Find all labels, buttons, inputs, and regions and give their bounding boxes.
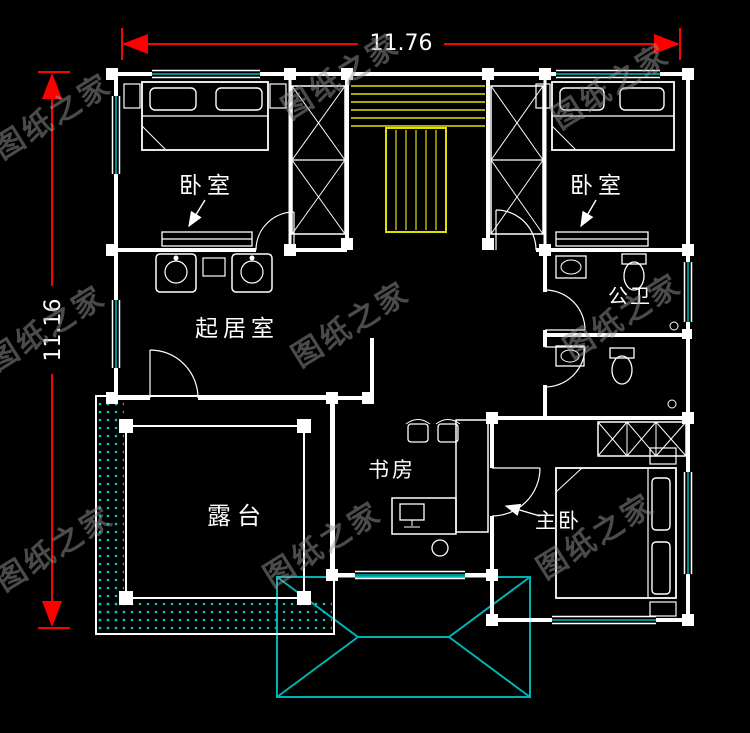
room-label-bath-public: 公卫 [608,284,652,308]
bed-left [123,81,287,151]
room-label-master: 主卧 [535,509,581,533]
master-closet [597,421,687,457]
master-bed [555,447,677,617]
bathroom-upper-fixtures [555,253,679,331]
watermark-text: 图纸之家 [546,37,676,137]
roof-outline [276,576,531,698]
study-furniture [391,419,489,557]
dimension-width-label: 11.76 [370,31,433,56]
watermark-text: 图纸之家 [0,67,118,167]
room-label-bedroom-left: 卧室 [179,173,235,199]
terrace-hatch-bottom [98,600,332,632]
watermark-text: 图纸之家 [558,267,688,367]
wardrobe-right [490,85,544,235]
wardrobe-left [291,85,346,235]
walls [110,72,690,622]
windows [111,69,693,625]
bed-right [535,81,675,151]
dimension-height-label: 11.16 [41,299,66,362]
dimension-left: 11.16 [38,71,70,629]
watermark-text: 图纸之家 [286,275,416,375]
stairs [351,85,485,233]
terrace-columns [119,419,311,605]
watermark-text: 图纸之家 [258,495,388,595]
leader-arrow-bedroom-left [188,199,206,228]
vanity-basins [155,253,273,293]
bedroom-cabinets [161,231,649,247]
watermark-text: 图纸之家 [531,487,661,587]
room-label-terrace: 露台 [207,502,267,530]
leader-arrow-master [504,503,541,517]
columns [106,68,694,626]
watermarks: 图纸之家 图纸之家 图纸之家 图纸之家 图纸之家 图纸之家 图纸之家 图纸之家 … [0,27,688,599]
leader-arrow-bedroom-right [580,199,597,228]
dimension-top: 11.76 [121,28,681,60]
door-arcs [149,209,586,517]
room-label-study: 书房 [368,458,416,482]
room-labels: 卧室 卧室 起居室 公卫 书房 露台 主卧 [179,173,652,533]
room-label-bedroom-right: 卧室 [570,173,626,199]
room-label-living: 起居室 [195,316,279,342]
